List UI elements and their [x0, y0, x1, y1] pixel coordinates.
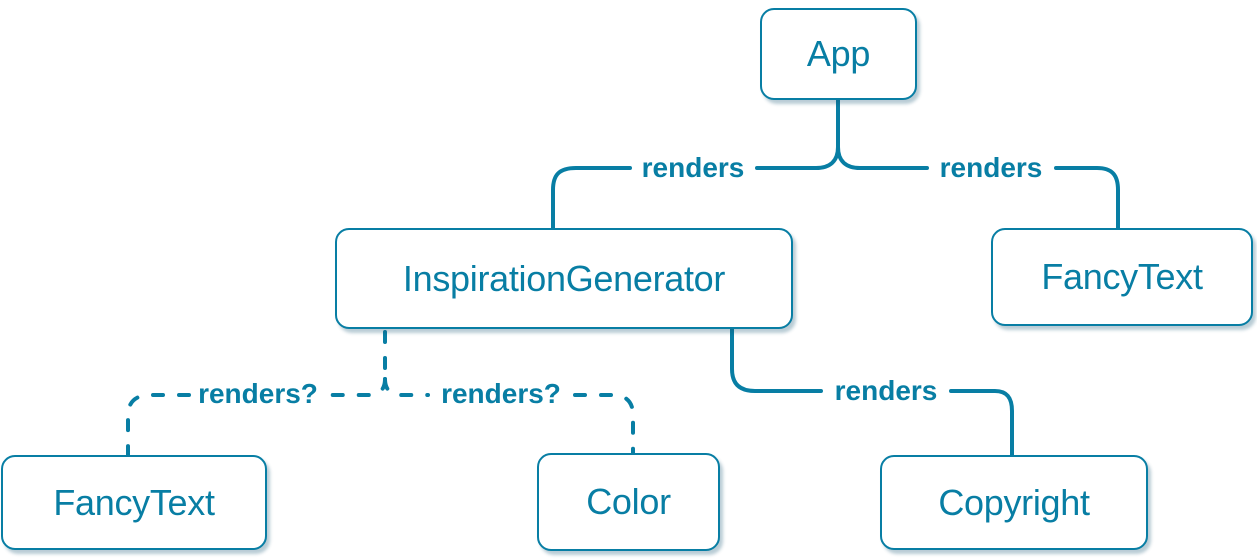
node-inspiration-generator-label: InspirationGenerator [402, 257, 726, 299]
node-fancy-text-top: FancyText [991, 228, 1253, 326]
edge-label-renders-fancytext-top: renders [939, 152, 1043, 183]
node-inspiration-generator: InspirationGenerator [335, 228, 793, 329]
node-fancy-text-top-label: FancyText [1041, 256, 1203, 297]
node-fancy-text-bottom: FancyText [1, 455, 267, 550]
edge-inspiration-to-fancytext-segment [327, 377, 387, 397]
edge-label-renders-fancytext-bottom: renders? [198, 378, 318, 409]
node-app: App [760, 8, 917, 100]
edge-label-renders-copyright: renders [834, 375, 938, 406]
edge-inspiration-to-color-segment [383, 377, 430, 397]
node-copyright: Copyright [880, 455, 1148, 550]
edge-app-to-fancytext-segment [1054, 166, 1120, 230]
node-color: Color [537, 453, 720, 551]
edge-app-to-inspiration-segment [551, 166, 632, 230]
node-color-label: Color [586, 481, 671, 522]
edge-label-renders-color: renders? [441, 378, 561, 409]
node-fancy-text-bottom-label: FancyText [53, 481, 215, 523]
edge-inspiration-to-copyright-segment [730, 327, 823, 393]
node-app-label: App [806, 33, 871, 74]
edge-app-to-inspiration-segment [755, 98, 840, 170]
edge-inspiration-to-fancytext-segment [126, 393, 191, 457]
edge-inspiration-to-color-segment [573, 393, 635, 455]
node-copyright-label: Copyright [938, 481, 1090, 523]
edge-app-to-fancytext-segment [836, 145, 929, 170]
edge-inspiration-to-copyright-segment [949, 389, 1014, 457]
edge-label-renders-inspiration: renders [641, 152, 745, 183]
